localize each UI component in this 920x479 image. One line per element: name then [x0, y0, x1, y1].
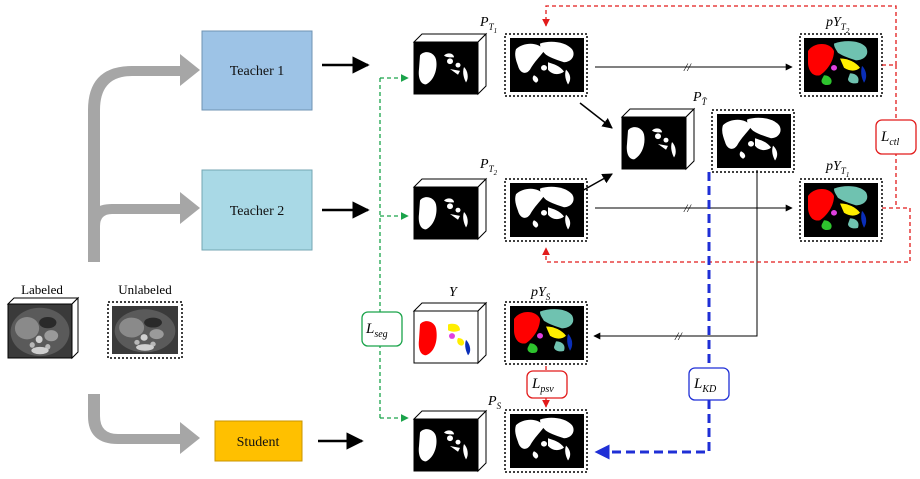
- ground-truth-y: [412, 301, 488, 365]
- ensemble-unlabeled-output: [711, 109, 795, 173]
- unlabeled-label: Unlabeled: [118, 282, 172, 297]
- kd-loss-label: LKD: [693, 376, 717, 395]
- teacher2-label: Teacher 2: [230, 204, 285, 219]
- ctl-loss-label: Lctl: [880, 129, 900, 148]
- p-t1-label: PT1: [479, 15, 497, 35]
- teacher1-label: Teacher 1: [230, 64, 285, 79]
- seg-loss-label: Lseg: [365, 321, 388, 340]
- labeled-ct-image: [6, 296, 80, 360]
- p-tbar-label: PT̄: [692, 90, 708, 107]
- ctl-loss-connectors: [542, 5, 911, 263]
- stop-grad-mark-2: //: [683, 201, 692, 215]
- kd-loss-connectors: [594, 172, 711, 460]
- psv-loss-box: [526, 370, 568, 399]
- student-box: [214, 420, 303, 462]
- y-label: Y: [449, 285, 459, 300]
- py-s-label: pYS: [530, 285, 551, 302]
- pseudo-label-t1: [799, 178, 883, 242]
- student-unlabeled-output: [504, 409, 588, 473]
- p-s-label: PS: [487, 394, 502, 411]
- kd-loss-box: [688, 367, 730, 401]
- pseudo-label-t2: [799, 33, 883, 97]
- seg-loss-box: [361, 311, 403, 347]
- py-t2-label: pYT2: [825, 15, 850, 35]
- stop-grad-mark-1: //: [683, 60, 692, 74]
- teacher1-labeled-output: [412, 32, 488, 96]
- psv-loss-label: Lpsv: [531, 376, 554, 395]
- student-label: Student: [237, 435, 280, 450]
- teacher1-unlabeled-output: [504, 33, 588, 97]
- teacher2-box: [201, 169, 313, 251]
- gray-input-arrows: [88, 54, 200, 454]
- ensemble-labeled-output: [620, 107, 696, 171]
- teacher2-unlabeled-output: [504, 178, 588, 242]
- py-t1-label: pYT1: [825, 159, 849, 179]
- teacher1-box: [201, 30, 313, 111]
- p-t2-label: PT2: [479, 157, 498, 177]
- ctl-loss-box: [875, 119, 917, 155]
- seg-loss-connectors: [379, 74, 409, 422]
- student-labeled-output: [412, 409, 488, 473]
- labeled-label: Labeled: [21, 282, 63, 297]
- flow-arrows: [579, 63, 793, 340]
- pseudo-label-s: [504, 301, 588, 365]
- unlabeled-ct-image: [107, 301, 183, 359]
- model-output-arrows: [318, 56, 370, 450]
- stop-grad-mark-3: //: [674, 329, 683, 343]
- teacher2-labeled-output: [412, 177, 488, 241]
